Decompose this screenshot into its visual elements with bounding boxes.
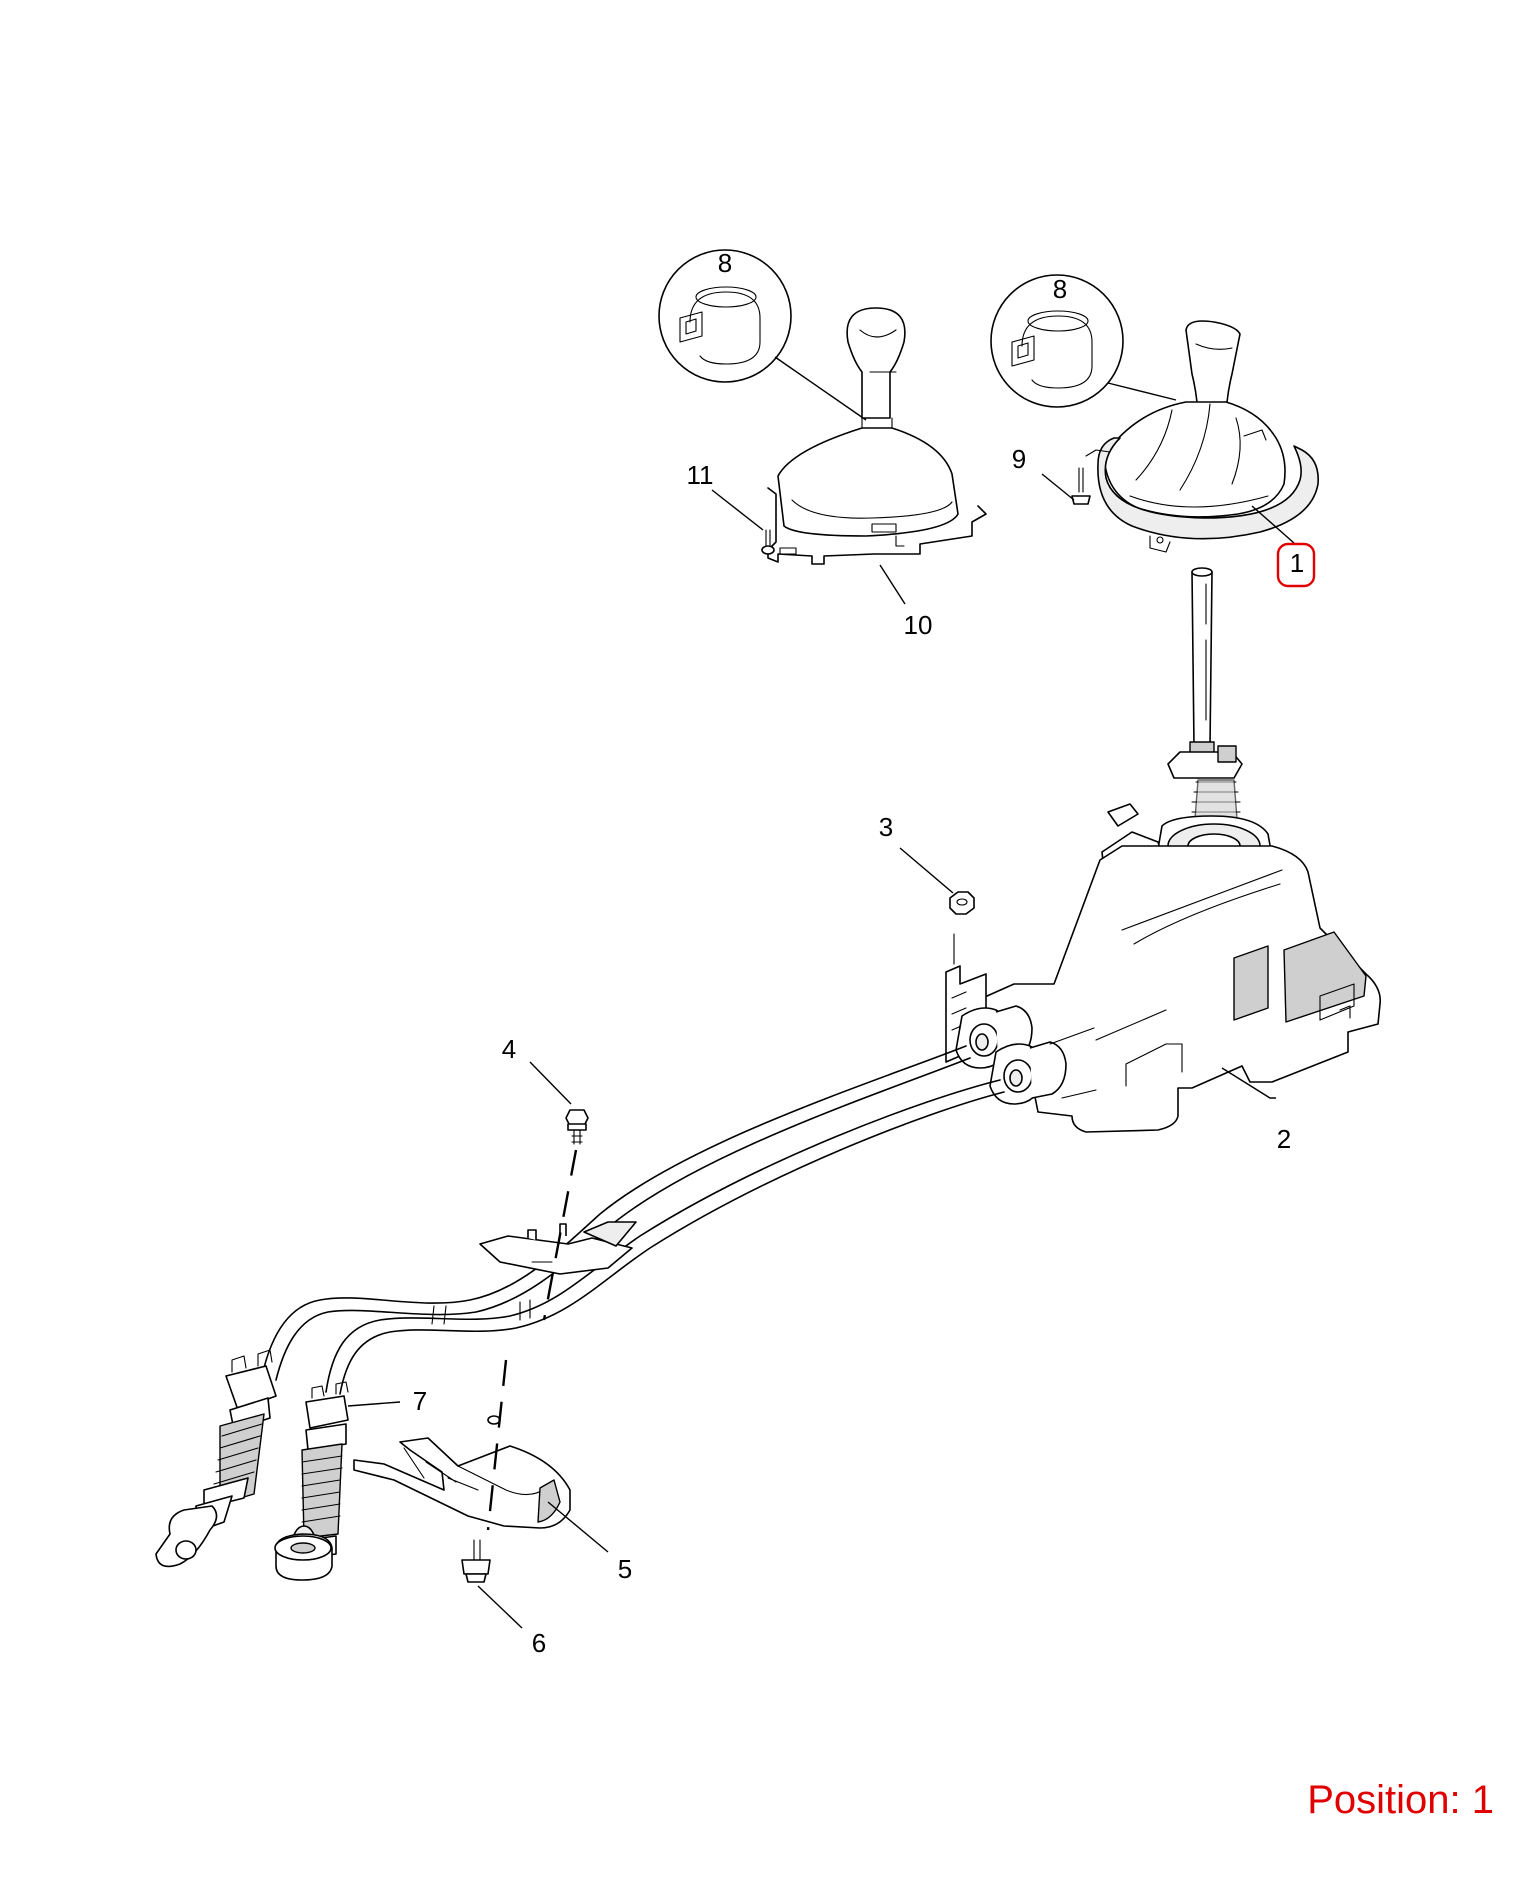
cable-lower <box>325 1079 1001 1393</box>
knob-assembly-right <box>990 274 1319 553</box>
callout-9[interactable]: 9 <box>1012 444 1026 474</box>
knob-assembly-left <box>658 249 987 605</box>
cable-end-right <box>274 1381 401 1581</box>
cable-end-left <box>155 1349 277 1568</box>
detail-circle-left <box>658 249 792 383</box>
clip-icon-right <box>1011 310 1093 389</box>
callout-3[interactable]: 3 <box>879 812 893 842</box>
clip-icon-left <box>679 286 761 365</box>
callout-10[interactable]: 10 <box>904 610 933 640</box>
detail-circle-right <box>990 274 1124 408</box>
position-prefix: Position: <box>1307 1778 1472 1822</box>
callout-8-left[interactable]: 8 <box>718 248 732 278</box>
callout-4[interactable]: 4 <box>502 1034 516 1064</box>
callout-6[interactable]: 6 <box>532 1628 546 1658</box>
position-value: 1 <box>1471 1778 1494 1822</box>
screw-9 <box>1071 449 1111 505</box>
gear-boot-right <box>1103 401 1286 518</box>
bellows-left <box>213 1413 265 1505</box>
position-indicator: Position: 1 <box>1307 1778 1494 1823</box>
callout-5[interactable]: 5 <box>618 1554 632 1584</box>
bellows-right <box>301 1443 343 1539</box>
callout-1-highlight <box>1276 542 1316 588</box>
bezel-left <box>777 427 959 537</box>
nut-3 <box>949 891 975 915</box>
callout-2[interactable]: 2 <box>1277 1124 1291 1154</box>
screw-11 <box>761 529 775 555</box>
callout-8-right[interactable]: 8 <box>1053 274 1067 304</box>
callout-11[interactable]: 11 <box>687 460 714 490</box>
bolt-4 <box>565 1109 589 1145</box>
shifter-housing <box>977 845 1382 1133</box>
alignment-line <box>542 1149 578 1321</box>
gear-knob-left <box>846 307 906 419</box>
bolt-6 <box>461 1539 491 1583</box>
shift-cables <box>261 1045 1005 1395</box>
shifter-assembly <box>899 567 1382 1133</box>
callout-1[interactable]: 1 <box>1290 548 1304 578</box>
shift-lever <box>1191 571 1213 747</box>
bracket-5 <box>353 1415 609 1553</box>
cable-upper <box>261 1045 967 1377</box>
cable-socket-lower <box>989 1041 1067 1105</box>
callout-7[interactable]: 7 <box>413 1386 427 1416</box>
